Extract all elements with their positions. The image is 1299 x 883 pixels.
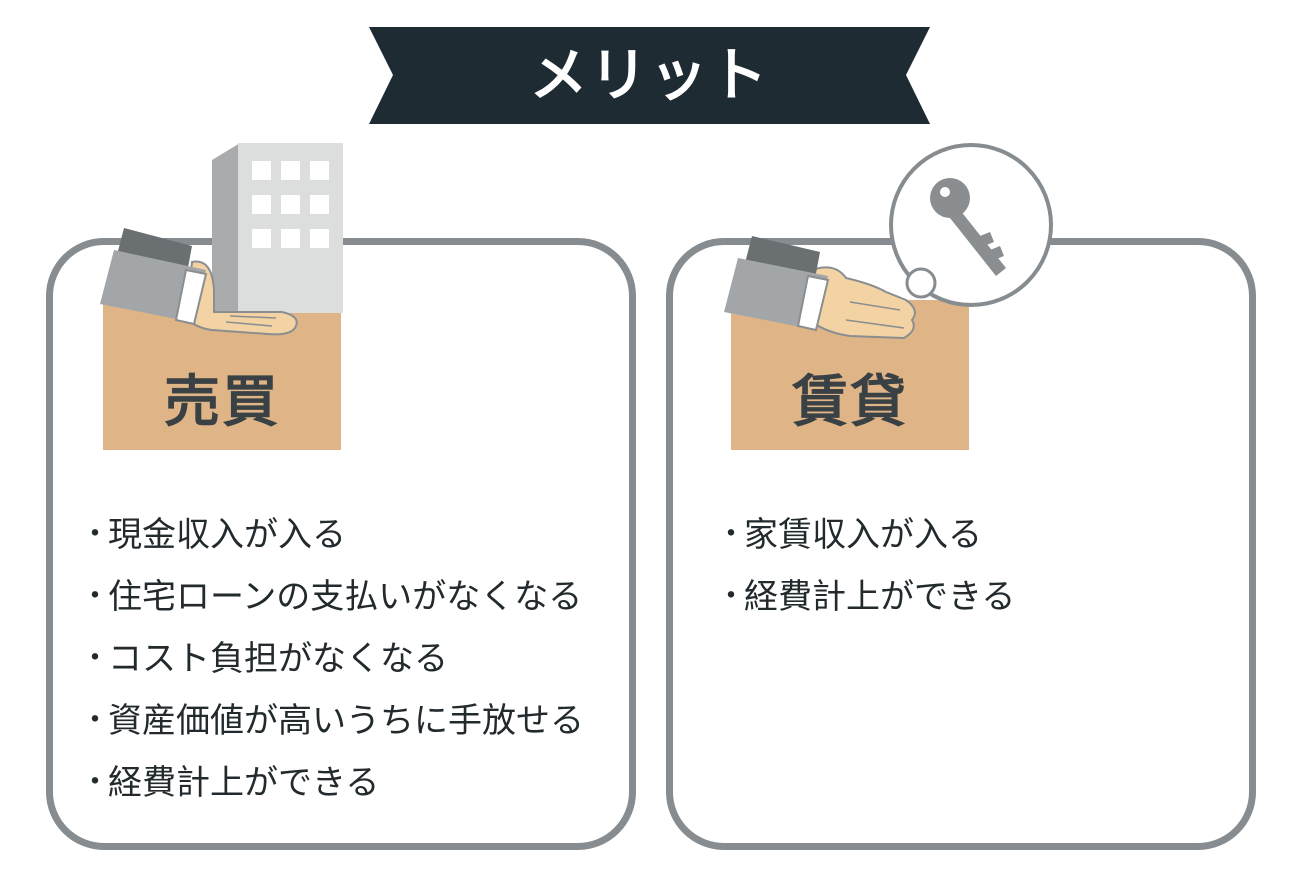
merit-banner: メリット: [369, 27, 930, 124]
banner-ribbon-shape: [369, 27, 930, 124]
banner-title: メリット: [529, 41, 770, 109]
rental-label: 賃貸: [792, 370, 908, 435]
list-item: ・家賃収入が入る: [716, 504, 1015, 566]
sale-merit-list: ・現金収入が入る ・住宅ローンの支払いがなくなる ・コスト負担がなくなる ・資産…: [80, 504, 584, 814]
rental-merit-list: ・家賃収入が入る ・経費計上ができる: [716, 504, 1015, 628]
bullet-icon: ・: [716, 579, 746, 614]
list-item: ・経費計上ができる: [80, 752, 584, 814]
rental-label-box: 賃貸: [731, 300, 969, 450]
list-item: ・現金収入が入る: [80, 504, 584, 566]
list-item: ・コスト負担がなくなる: [80, 628, 584, 690]
bullet-icon: ・: [716, 517, 746, 552]
sale-label-box: 売買: [103, 300, 341, 450]
bullet-icon: ・: [80, 579, 110, 614]
bullet-icon: ・: [80, 641, 110, 676]
bullet-icon: ・: [80, 517, 110, 552]
sale-label: 売買: [164, 370, 280, 435]
list-item: ・住宅ローンの支払いがなくなる: [80, 566, 584, 628]
bullet-icon: ・: [80, 703, 110, 738]
bullet-icon: ・: [80, 765, 110, 800]
list-item: ・経費計上ができる: [716, 566, 1015, 628]
list-item: ・資産価値が高いうちに手放せる: [80, 690, 584, 752]
